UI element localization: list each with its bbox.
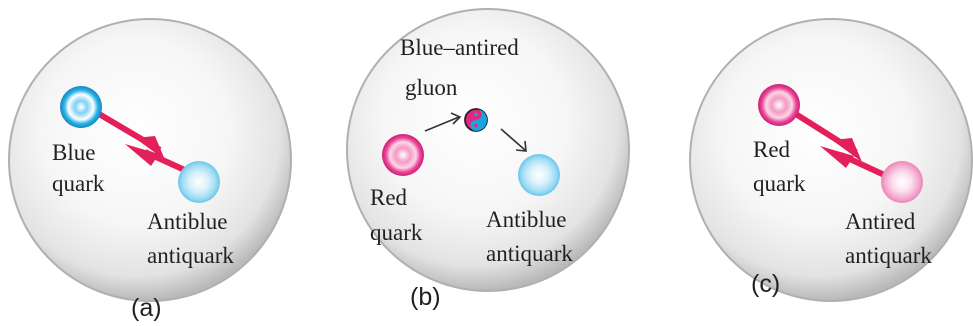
red-quark-label-line1: Red <box>370 184 407 211</box>
gluon-label-line1: Blue–antired <box>400 34 519 61</box>
red-quark-c-label-line2: quark <box>753 170 805 197</box>
blue-quark-label-line2: quark <box>52 170 104 197</box>
red-quark-c <box>758 84 800 126</box>
gluon-icon <box>465 109 487 131</box>
panel-b-caption: (b) <box>410 283 441 312</box>
antiblue-antiquark-label-line1: Antiblue <box>147 208 228 235</box>
red-quark-label-line2: quark <box>370 219 422 246</box>
red-quark-c-label-line1: Red <box>753 136 790 163</box>
blue-quark-label-line1: Blue <box>52 139 95 166</box>
antiblue-antiquark-a <box>178 161 220 203</box>
panel-c-caption: (c) <box>751 270 780 299</box>
antiblue-antiquark-b <box>518 154 560 196</box>
gluon-label-line2: gluon <box>405 74 457 101</box>
antiblue-antiquark-label-b-line2: antiquark <box>486 240 573 267</box>
antired-antiquark-label-line2: antiquark <box>845 242 932 269</box>
antiblue-antiquark-label-line2: antiquark <box>147 242 234 269</box>
antired-antiquark-label-line1: Antired <box>845 208 915 235</box>
blue-quark-a <box>60 86 102 128</box>
antired-antiquark-c <box>881 161 923 203</box>
antiblue-antiquark-label-b-line1: Antiblue <box>486 206 567 233</box>
panel-a-caption: (a) <box>131 294 162 323</box>
red-quark-b <box>382 134 424 176</box>
